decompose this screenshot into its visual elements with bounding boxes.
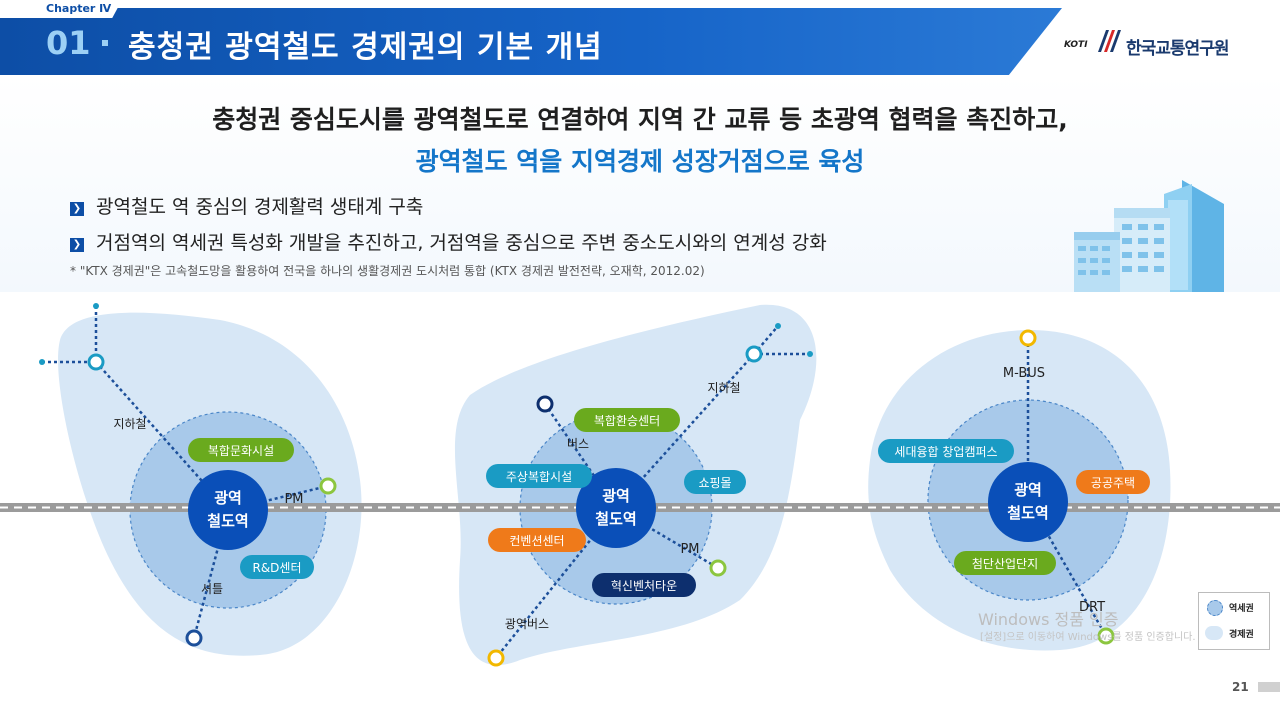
- logo-mark: KOTI: [1064, 40, 1088, 50]
- bullet-text: 거점역의 역세권 특성화 개발을 추진하고, 거점역을 중심으로 주변 중소도시…: [96, 232, 827, 254]
- node-2d: [487, 649, 505, 667]
- bullet-item: ❯ 광역철도 역 중심의 경제활력 생태계 구축: [70, 192, 423, 219]
- chevron-right-icon: ❯: [70, 202, 84, 216]
- chapter-label: Chapter Ⅳ: [46, 2, 112, 15]
- koti-logo: KOTI 한국교통연구원: [1064, 30, 1254, 60]
- mode-label: PM: [284, 492, 303, 507]
- legend-economic-area: 경제권: [1229, 630, 1254, 640]
- mode-label: DRT: [1079, 600, 1105, 615]
- logo-text: 한국교통연구원: [1126, 39, 1229, 59]
- tag-label: 주상복합시설: [506, 470, 572, 484]
- station-label: 철도역: [1007, 504, 1048, 522]
- station-2: 광역 철도역: [576, 468, 656, 548]
- node-1c: [185, 629, 203, 647]
- node-2c: [709, 559, 727, 577]
- mode-label: 지하철: [113, 417, 146, 431]
- tag-label: 혁신벤처타운: [611, 579, 677, 593]
- tag-label: 복합문화시설: [208, 444, 274, 458]
- intro-section: 충청권 중심도시를 광역철도로 연결하여 지역 간 교류 등 초광역 협력을 촉…: [0, 76, 1280, 292]
- tag-label: 컨벤션센터: [509, 534, 564, 548]
- node-2a: [745, 345, 763, 363]
- tag-box: [574, 408, 680, 432]
- station-1: 광역 철도역: [188, 470, 268, 550]
- tag-label: 쇼핑몰: [698, 476, 731, 490]
- section-dot: [102, 40, 108, 46]
- station-area-swatch: [1207, 600, 1223, 616]
- tag-box: [684, 470, 746, 494]
- buildings-illustration-icon: [1074, 180, 1224, 292]
- legend: 역세권 경제권: [1198, 592, 1270, 650]
- mode-label: 버스: [567, 437, 589, 451]
- activation-watermark: Windows 정품 인증: [978, 610, 1119, 629]
- mode-label: 광역버스: [505, 617, 549, 631]
- tag-box: [1076, 470, 1150, 494]
- economic-zone-diagram: 광역 철도역 광역 철도역 광역 철도역 복합문화시설 R&D센터 지하철 PM…: [0, 303, 1280, 667]
- legend-station-area: 역세권: [1229, 604, 1254, 614]
- logo-stripes-icon: [1098, 30, 1121, 52]
- page-number: 21: [1232, 680, 1249, 694]
- node-3b: [1097, 627, 1115, 645]
- tag-box: [592, 573, 696, 597]
- activation-watermark-sub: [설정]으로 이동하여 Windows를 정품 인증합니다.: [980, 632, 1196, 643]
- bullet-text: 광역철도 역 중심의 경제활력 생태계 구축: [96, 196, 424, 218]
- tag-box: [488, 528, 586, 552]
- section-number: 01: [46, 24, 91, 62]
- station-label: 철도역: [595, 510, 636, 528]
- tag-box: [240, 555, 314, 579]
- chevron-right-icon: ❯: [70, 238, 84, 252]
- node-1a: [87, 353, 105, 371]
- page-title: 충청권 광역철도 경제권의 기본 개념: [128, 30, 603, 65]
- chapter-tab: Chapter Ⅳ: [0, 0, 122, 18]
- mode-label: M-BUS: [1003, 366, 1045, 381]
- mode-label: PM: [680, 542, 699, 557]
- station-label: 철도역: [207, 512, 248, 530]
- bullet-item: ❯ 거점역의 역세권 특성화 개발을 추진하고, 거점역을 중심으로 주변 중소도…: [70, 228, 827, 255]
- mode-label: 지하철: [707, 381, 740, 395]
- slide-header: Chapter Ⅳ 01 충청권 광역철도 경제권의 기본 개념 KOTI 한국…: [0, 0, 1280, 76]
- station-label: 광역: [214, 489, 242, 507]
- lead-line-2: 광역철도 역을 지역경제 성장거점으로 육성: [415, 147, 865, 176]
- node-2b: [536, 395, 554, 413]
- tag-box: [486, 464, 592, 488]
- tag-label: R&D센터: [252, 561, 301, 575]
- tag-label: 첨단산업단지: [972, 557, 1038, 571]
- node-1b: [319, 477, 337, 495]
- station-label: 광역: [1014, 481, 1042, 499]
- header-band: [0, 8, 1062, 75]
- tag-box: [954, 551, 1056, 575]
- mode-label: 셔틀: [201, 582, 223, 596]
- footnote: * "KTX 경제권"은 고속철도망을 활용하여 전국을 하나의 생활경제권 도…: [70, 264, 705, 278]
- tag-label: 복합환승센터: [594, 414, 660, 428]
- page-bar: [1258, 682, 1280, 692]
- tag-box: [188, 438, 294, 462]
- tag-label: 세대융합 창업캠퍼스: [894, 445, 997, 459]
- station-label: 광역: [602, 487, 630, 505]
- tag-label: 공공주택: [1091, 476, 1135, 490]
- lead-line-1: 충청권 중심도시를 광역철도로 연결하여 지역 간 교류 등 초광역 협력을 촉…: [212, 105, 1068, 134]
- economic-area-swatch: [1205, 626, 1223, 640]
- node-3a: [1019, 329, 1037, 347]
- tag-box: [878, 439, 1014, 463]
- station-3: 광역 철도역: [988, 462, 1068, 542]
